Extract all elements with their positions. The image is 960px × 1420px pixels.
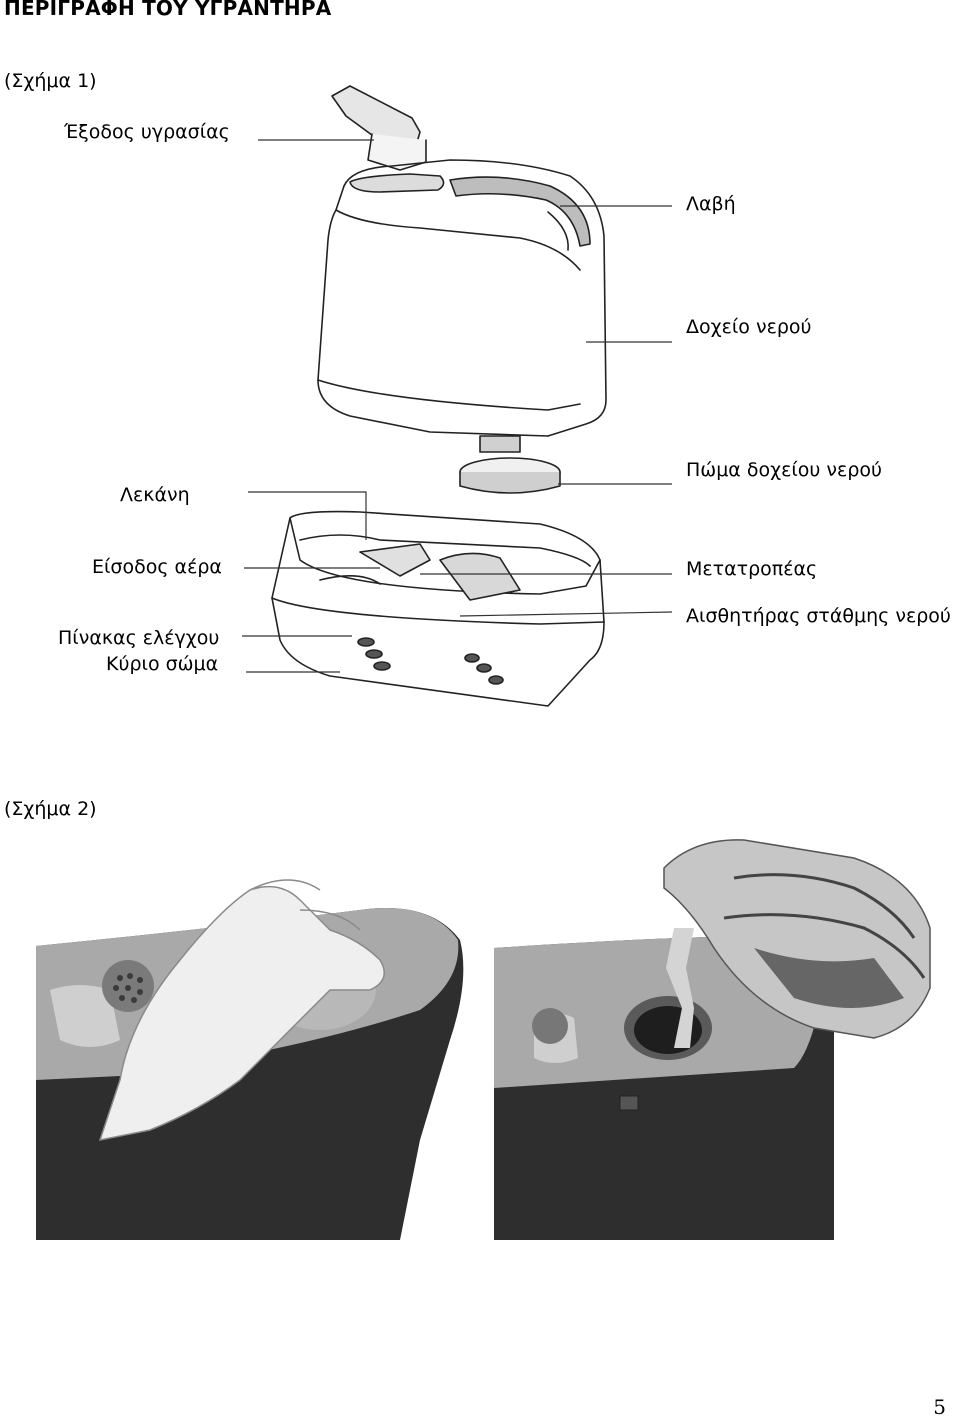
page-title: ΠΕΡΙΓΡΑΦΗ ΤΟΥ ΥΓΡΑΝΤΗΡΑ — [4, 0, 332, 20]
photo-hand-removing-tank — [36, 879, 464, 1240]
label-transducer: Μετατροπέας — [686, 558, 818, 580]
figure2-caption: (Σχήμα 2) — [4, 798, 97, 820]
label-basin: Λεκάνη — [120, 484, 190, 506]
figure1-caption: (Σχήμα 1) — [4, 70, 97, 92]
label-water-level-sensor: Αισθητήρας στάθμης νερού — [686, 605, 951, 627]
label-air-inlet: Είσοδος αέρα — [92, 556, 222, 578]
label-tank-cap: Πώμα δοχείου νερού — [686, 459, 882, 481]
label-control-panel: Πίνακας ελέγχου — [58, 627, 220, 649]
label-mist-outlet: Έξοδος υγρασίας — [64, 121, 230, 143]
humidifier-exploded-diagram — [242, 85, 673, 707]
photo-pouring-water — [494, 839, 931, 1240]
page-number: 5 — [933, 1395, 946, 1419]
label-water-tank: Δοχείο νερού — [686, 316, 812, 338]
label-main-body: Κύριο σώμα — [106, 653, 219, 675]
label-handle: Λαβή — [686, 193, 736, 215]
